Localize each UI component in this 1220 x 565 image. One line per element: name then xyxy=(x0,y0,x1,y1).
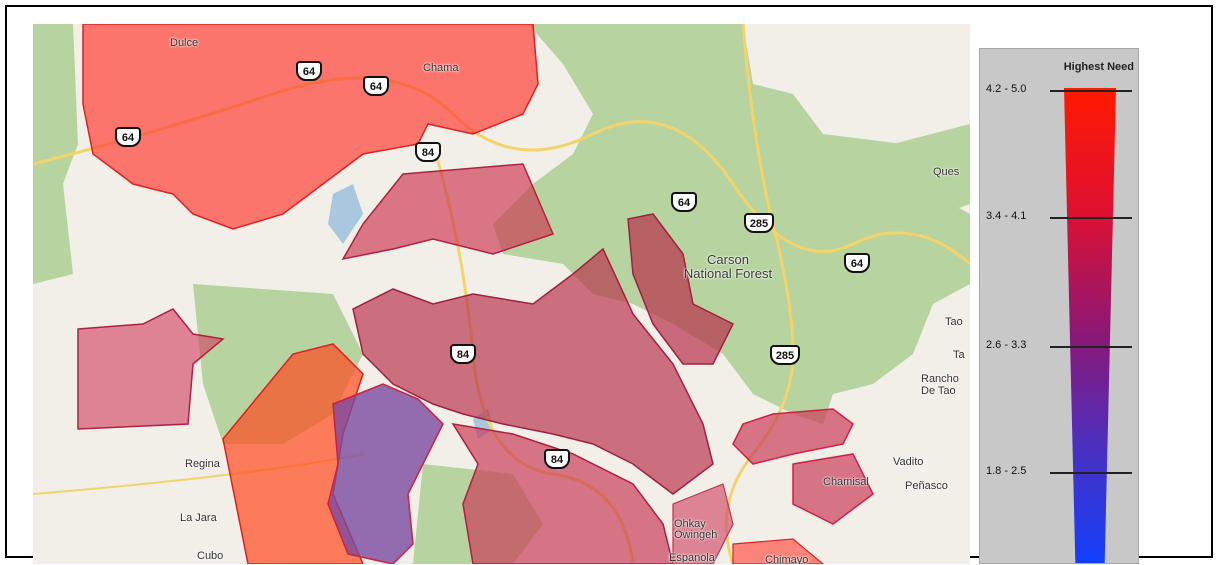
place-vadito: Vadito xyxy=(893,456,924,468)
legend-tick xyxy=(1050,217,1132,219)
legend-range-label: 1.8 - 2.5 xyxy=(986,465,1027,477)
legend-color-ramp xyxy=(1064,88,1116,563)
place-chama: Chama xyxy=(423,62,459,74)
legend-tick xyxy=(1050,472,1132,474)
place-la-jara: La Jara xyxy=(180,512,217,524)
place-regina: Regina xyxy=(185,458,220,470)
national-forest-area xyxy=(493,24,970,424)
region-high-northeast xyxy=(627,213,735,365)
region-highest-chimayo xyxy=(732,538,824,564)
region-high-east xyxy=(732,408,874,525)
us-285-shield: 285 xyxy=(744,213,774,233)
us-84-shield: 84 xyxy=(544,449,570,469)
place-ohkay-owingeh: Ohkay Owingeh xyxy=(674,518,718,541)
region-high-central xyxy=(352,247,714,495)
us-64-shield: 64 xyxy=(115,127,141,147)
region-high-south xyxy=(451,422,674,564)
forest-east-area xyxy=(893,124,970,224)
place-ta: Ta xyxy=(953,349,965,361)
region-highest-north xyxy=(82,24,539,230)
us-285-shield: 285 xyxy=(770,345,800,365)
region-high-northcenter xyxy=(341,163,555,261)
place-penasco: Peñasco xyxy=(905,480,948,492)
place-cuba: Cubo xyxy=(197,550,224,562)
legend-range-label: 4.2 - 5.0 xyxy=(986,83,1027,95)
choropleth-map[interactable]: Dulce Chama Carson National Forest Ques … xyxy=(33,24,970,564)
place-chimayo: Chimayo xyxy=(765,554,809,564)
figure-frame: Dulce Chama Carson National Forest Ques … xyxy=(5,5,1213,564)
us-84-shield: 84 xyxy=(415,142,441,162)
us-64-shield: 64 xyxy=(671,192,697,212)
region-mid-low xyxy=(327,383,444,564)
place-carson-national-forest: Carson National Forest xyxy=(683,252,773,281)
legend-range-label: 3.4 - 4.1 xyxy=(986,210,1027,222)
legend-range-label: 2.6 - 3.3 xyxy=(986,339,1027,351)
us-64-shield: 64 xyxy=(296,61,322,81)
region-high-ohkay xyxy=(672,483,734,564)
place-dulce: Dulce xyxy=(170,37,199,49)
place-espanola: Espanola xyxy=(669,552,715,564)
place-chamisal: Chamisal xyxy=(823,476,869,488)
region-high-west xyxy=(77,308,225,430)
forest-west-area xyxy=(33,24,78,284)
place-questa: Ques xyxy=(933,166,960,178)
us-64-shield: 64 xyxy=(844,253,870,273)
lake xyxy=(328,184,363,244)
us-84-shield: 84 xyxy=(450,344,476,364)
legend-tick xyxy=(1050,90,1132,92)
need-legend: Highest Need 4.2 - 5.0 3.4 - 4.1 2.6 - 3… xyxy=(979,48,1139,564)
place-ranchos-de-taos: Rancho De Tao xyxy=(921,373,959,397)
us-64-shield: 64 xyxy=(363,76,389,96)
legend-title: Highest Need xyxy=(1063,61,1134,73)
place-taos: Tao xyxy=(945,316,963,328)
legend-tick xyxy=(1050,346,1132,348)
map-canvas xyxy=(33,24,970,564)
